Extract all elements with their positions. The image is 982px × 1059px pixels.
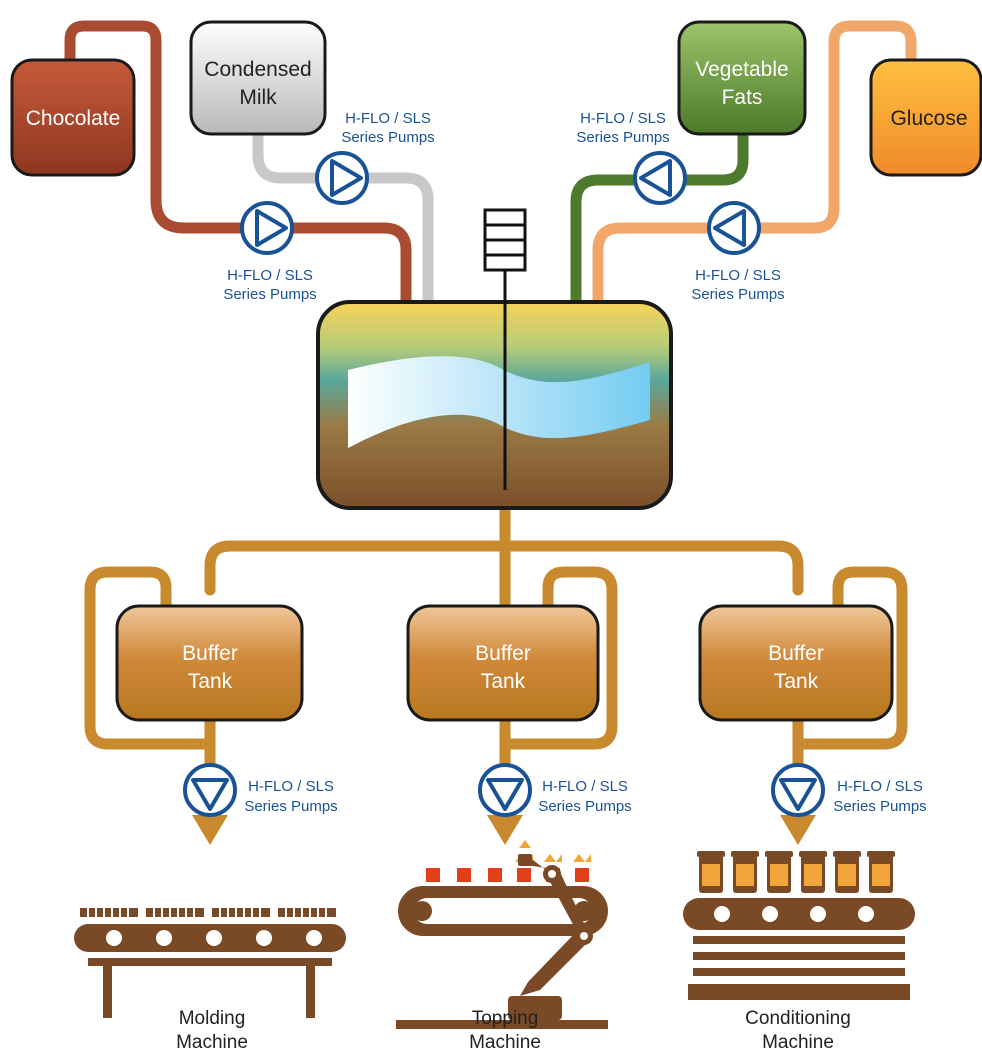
pump-label: H-FLO / SLS (542, 778, 628, 795)
topping-machine-label-line1: Topping (472, 1008, 539, 1029)
pump-label: Series Pumps (341, 129, 434, 146)
topping-machine-label-line2: Machine (469, 1032, 541, 1053)
mold-trays (80, 908, 336, 917)
pump-label: Series Pumps (691, 286, 784, 303)
pump-icon (183, 763, 237, 817)
pump-icon (633, 151, 687, 205)
molding-conveyor-icon (74, 908, 346, 1018)
pump-label: H-FLO / SLS (227, 267, 313, 284)
pump-label: H-FLO / SLS (837, 778, 923, 795)
chocolate-pipe (64, 20, 412, 306)
condensed-milk-label-line1: Condensed (204, 58, 311, 81)
pump-label: Series Pumps (244, 798, 337, 815)
buffer-tank-label-line2: Tank (481, 670, 526, 693)
buffer-tank-label-line2: Tank (774, 670, 819, 693)
jars (697, 851, 895, 893)
pump-label: H-FLO / SLS (695, 267, 781, 284)
pump-label: Series Pumps (833, 798, 926, 815)
condensed-milk-tank: Condensed Milk (189, 20, 327, 136)
glucose-label: Glucose (890, 107, 967, 130)
vegetable-fats-tank: Vegetable Fats (677, 20, 807, 136)
pump-label: Series Pumps (538, 798, 631, 815)
condensed-milk-label-line2: Milk (239, 86, 277, 109)
pump-icon (240, 201, 294, 255)
chocolate-tank: Chocolate (10, 58, 136, 177)
molding-machine-label-line2: Machine (176, 1032, 248, 1053)
buffer-tank: Buffer Tank (115, 604, 304, 722)
pump-icon (315, 151, 369, 205)
mixing-tank (316, 300, 673, 510)
arrow-down-icon (192, 815, 228, 845)
vegetable-fats-label-line2: Fats (722, 86, 763, 109)
pump-icon (478, 763, 532, 817)
arrow-down-icon (487, 815, 523, 845)
pump-label: H-FLO / SLS (248, 778, 334, 795)
vegetable-fats-label-line1: Vegetable (695, 58, 788, 81)
pump-icon (707, 201, 761, 255)
conditioning-machine-label-line2: Machine (762, 1032, 834, 1053)
buffer-tank-label-line1: Buffer (182, 642, 238, 665)
pump-label: Series Pumps (223, 286, 316, 303)
buffer-tank-label-line1: Buffer (475, 642, 531, 665)
chocolate-label: Chocolate (26, 107, 121, 130)
pump-icon (771, 763, 825, 817)
agitator-icon (483, 208, 527, 490)
molding-machine-label-line1: Molding (179, 1008, 246, 1029)
arrow-down-icon (780, 815, 816, 845)
buffer-tank: Buffer Tank (698, 604, 894, 722)
conditioning-jars-icon (683, 851, 915, 1000)
topping-robot-icon (396, 840, 608, 1029)
glucose-pipe (592, 20, 917, 306)
buffer-tank-label-line1: Buffer (768, 642, 824, 665)
tank-window (348, 356, 650, 448)
buffer-tank-label-line2: Tank (188, 670, 233, 693)
buffer-tank: Buffer Tank (406, 604, 600, 722)
pump-label: Series Pumps (576, 129, 669, 146)
pump-label: H-FLO / SLS (345, 110, 431, 127)
glucose-tank: Glucose (869, 58, 982, 177)
conditioning-machine-label-line1: Conditioning (745, 1008, 851, 1029)
pump-label: H-FLO / SLS (580, 110, 666, 127)
